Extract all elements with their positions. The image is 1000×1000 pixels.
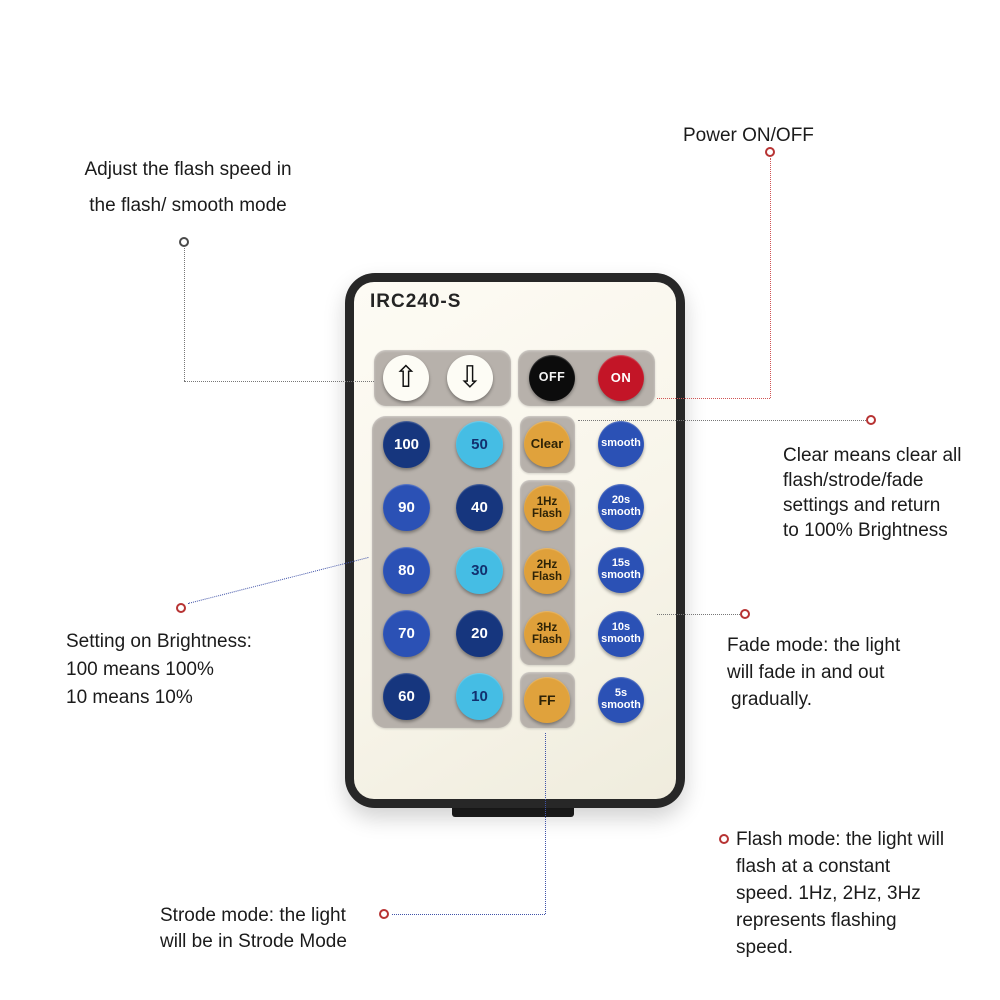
- smooth-20s-button[interactable]: 20s smooth: [598, 484, 644, 530]
- marker-fade: [740, 609, 750, 619]
- leader-brightness-diag: [188, 557, 369, 604]
- marker-flash-mode: [719, 834, 729, 844]
- brightness-30-button[interactable]: 30: [456, 547, 503, 594]
- annotation-strode: Strode mode: the light will be in Strode…: [160, 905, 347, 952]
- smooth-5s-button[interactable]: 5s smooth: [598, 677, 644, 723]
- annotation-clear: Clear means clear all flash/strode/fade …: [783, 445, 962, 541]
- leader-power-v: [770, 158, 771, 398]
- leader-power-h: [657, 398, 770, 399]
- flash-speed-up-button[interactable]: ⇧: [383, 355, 429, 401]
- ff-button[interactable]: FF: [524, 677, 570, 723]
- marker-flash-speed: [179, 237, 189, 247]
- smooth-button[interactable]: smooth: [598, 421, 644, 467]
- leader-fade-h: [657, 614, 740, 615]
- marker-clear: [866, 415, 876, 425]
- off-button[interactable]: OFF: [529, 355, 575, 401]
- annotation-flash-mode: Flash mode: the light will flash at a co…: [736, 829, 945, 958]
- brightness-80-button[interactable]: 80: [383, 547, 430, 594]
- marker-brightness: [176, 603, 186, 613]
- flash-2hz-button[interactable]: 2Hz Flash: [524, 548, 570, 594]
- leader-flash-speed-h: [184, 381, 374, 382]
- remote-model-label: IRC240-S: [370, 291, 462, 312]
- brightness-70-button[interactable]: 70: [383, 610, 430, 657]
- clear-button[interactable]: Clear: [524, 421, 570, 467]
- on-button[interactable]: ON: [598, 355, 644, 401]
- leader-strode-h: [392, 914, 545, 915]
- smooth-15s-button[interactable]: 15s smooth: [598, 547, 644, 593]
- brightness-60-button[interactable]: 60: [383, 673, 430, 720]
- leader-strode-v: [545, 733, 546, 914]
- brightness-100-button[interactable]: 100: [383, 421, 430, 468]
- brightness-10-button[interactable]: 10: [456, 673, 503, 720]
- marker-power: [765, 147, 775, 157]
- annotation-brightness: Setting on Brightness: 100 means 100% 10…: [66, 631, 252, 708]
- brightness-40-button[interactable]: 40: [456, 484, 503, 531]
- flash-3hz-button[interactable]: 3Hz Flash: [524, 611, 570, 657]
- leader-clear-h: [578, 420, 866, 421]
- brightness-20-button[interactable]: 20: [456, 610, 503, 657]
- marker-strode: [379, 909, 389, 919]
- up-arrow-icon: ⇧: [393, 360, 419, 396]
- annotation-power: Power ON/OFF: [683, 125, 814, 146]
- brightness-50-button[interactable]: 50: [456, 421, 503, 468]
- annotation-fade: Fade mode: the light will fade in and ou…: [727, 635, 901, 710]
- flash-1hz-button[interactable]: 1Hz Flash: [524, 485, 570, 531]
- brightness-90-button[interactable]: 90: [383, 484, 430, 531]
- flash-speed-down-button[interactable]: ⇩: [447, 355, 493, 401]
- leader-flash-speed-v: [184, 248, 185, 381]
- smooth-10s-button[interactable]: 10s smooth: [598, 611, 644, 657]
- annotation-flash-speed: Adjust the flash speed in the flash/ smo…: [84, 159, 292, 216]
- down-arrow-icon: ⇩: [457, 360, 483, 396]
